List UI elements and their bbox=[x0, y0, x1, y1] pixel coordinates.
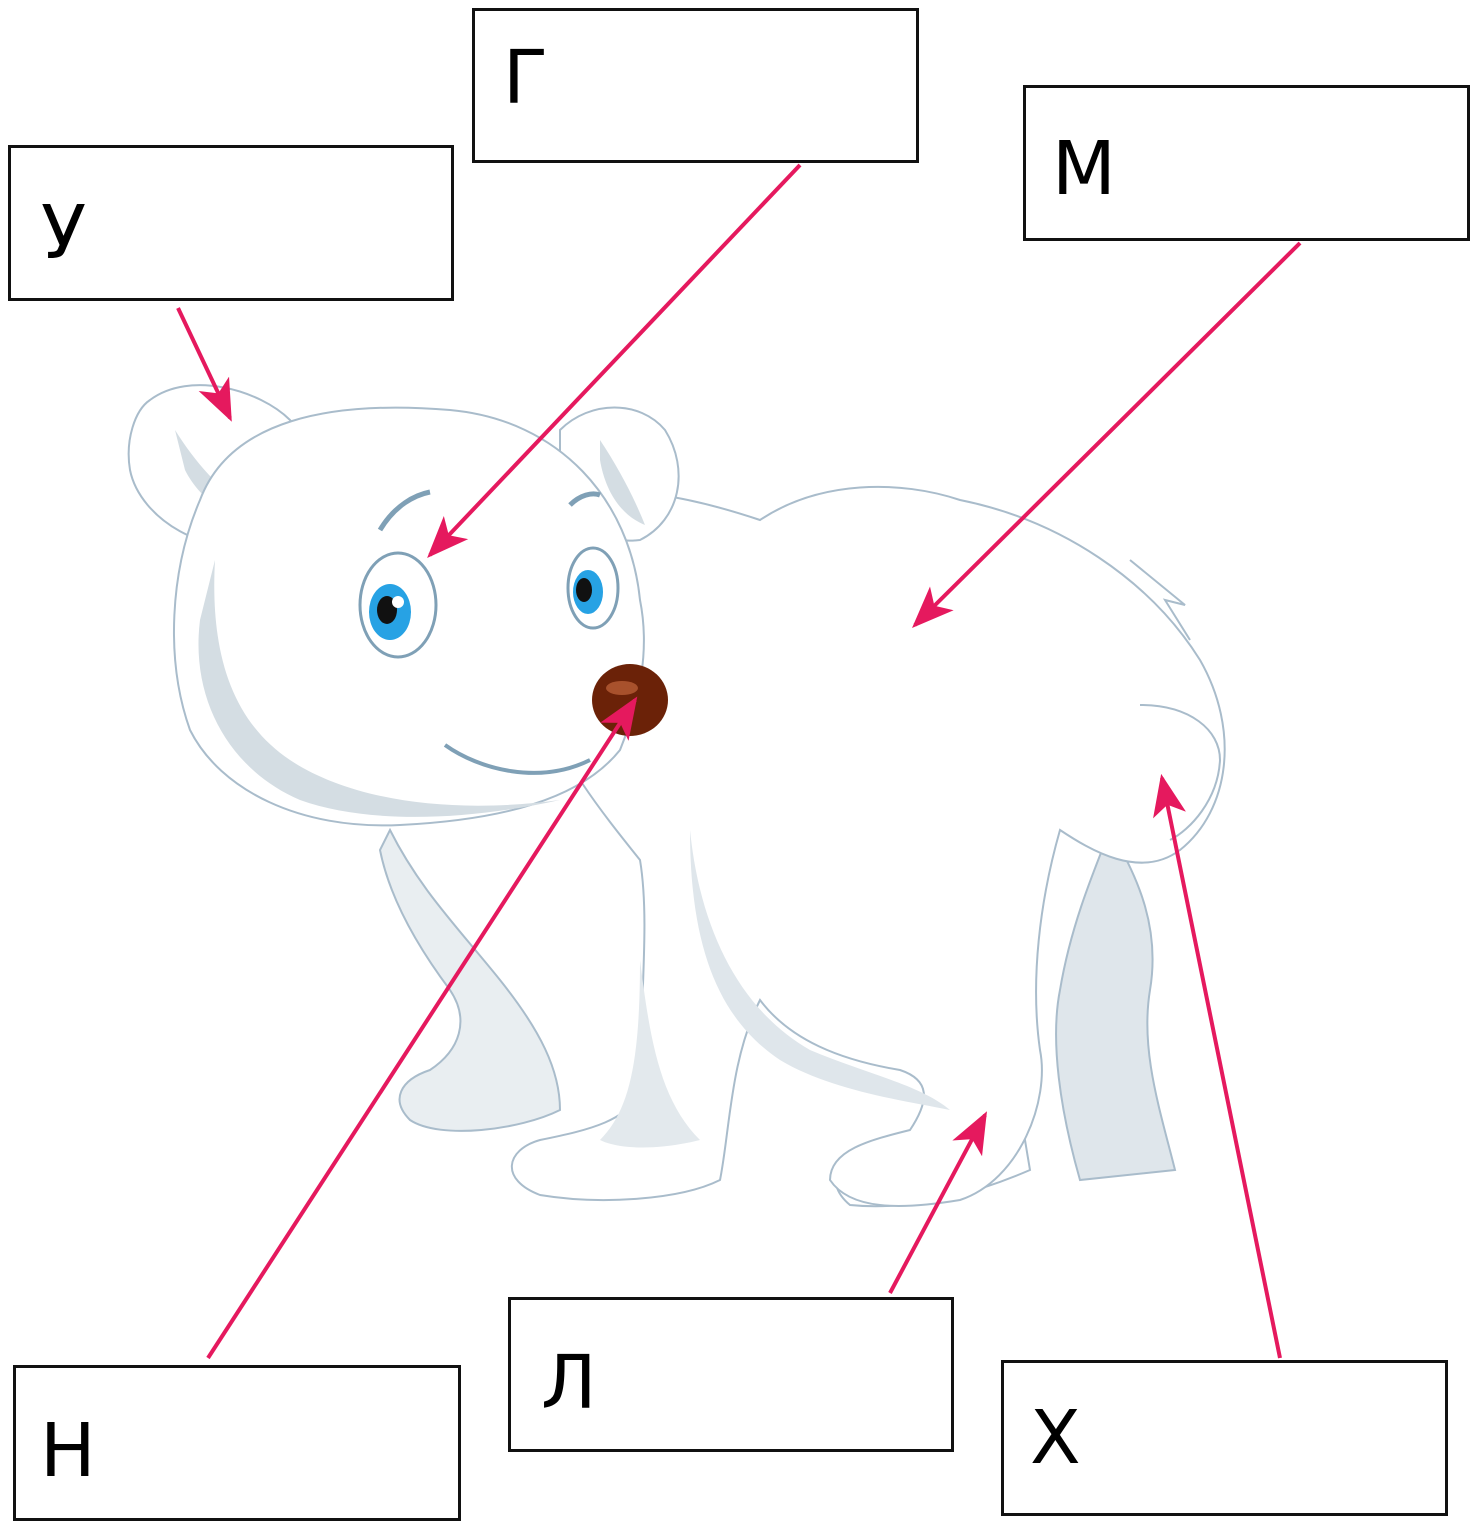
bear-back-leg-shadow bbox=[1055, 827, 1177, 1182]
bear-eye-left-pupil bbox=[377, 596, 397, 624]
bear-smile bbox=[443, 743, 591, 775]
bear-body bbox=[510, 485, 1226, 1207]
label-letter-tail: Х bbox=[1030, 1395, 1081, 1481]
arrow-paw bbox=[888, 1111, 987, 1294]
bear-nose-highlight bbox=[606, 681, 638, 695]
bear-ear-right-inner bbox=[600, 440, 645, 525]
arrow-ear bbox=[176, 307, 232, 422]
bear-front-near-leg-shadow bbox=[600, 960, 700, 1148]
label-box-eye[interactable]: Г bbox=[472, 8, 919, 163]
bear-eye-left-highlight bbox=[392, 596, 404, 608]
bear-brow-right bbox=[568, 491, 601, 507]
arrow-fur bbox=[912, 241, 1302, 628]
bear-fur-tuft bbox=[1129, 559, 1191, 641]
bear-hip-line bbox=[1139, 704, 1222, 841]
label-box-paw[interactable]: Л bbox=[508, 1297, 954, 1452]
arrow-tail bbox=[1153, 773, 1282, 1359]
label-letter-ear: У bbox=[41, 190, 87, 276]
label-box-tail[interactable]: Х bbox=[1001, 1360, 1448, 1516]
label-letter-eye: Г bbox=[503, 35, 549, 121]
bear-brow-left bbox=[377, 489, 431, 532]
label-box-fur[interactable]: М bbox=[1023, 85, 1470, 241]
arrow-eye bbox=[427, 163, 802, 559]
bear-eye-right-pupil bbox=[576, 578, 592, 602]
label-letter-fur: М bbox=[1052, 126, 1116, 212]
pointer-arrows bbox=[176, 163, 1302, 1360]
bear-nose bbox=[592, 664, 668, 736]
bear-figure bbox=[127, 384, 1226, 1208]
label-box-ear[interactable]: У bbox=[8, 145, 454, 301]
label-letter-nose: Н bbox=[40, 1408, 96, 1494]
arrow-nose bbox=[206, 696, 638, 1360]
label-box-nose[interactable]: Н bbox=[13, 1365, 461, 1521]
label-letter-paw: Л bbox=[541, 1340, 597, 1426]
bear-front-far-leg bbox=[378, 827, 562, 1132]
